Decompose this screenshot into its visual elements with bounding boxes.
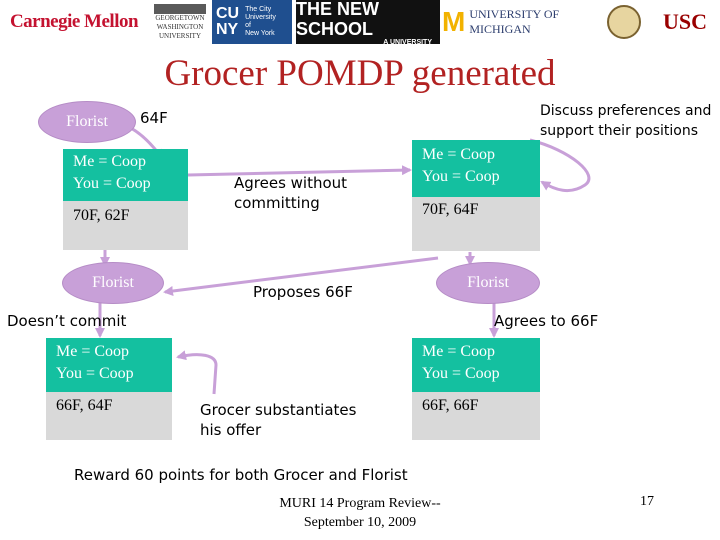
cuny-small-2: University bbox=[245, 14, 276, 21]
label-agrees-line-1: Agrees without bbox=[234, 174, 348, 192]
cmu-logo-text: Carnegie Mellon bbox=[9, 11, 139, 32]
cmu-logo: Carnegie Mellon bbox=[0, 0, 148, 44]
state-top-right-header: Me = Coop You = Coop bbox=[412, 140, 540, 197]
arrow-self-loop-top-right bbox=[529, 138, 591, 193]
label-doesnt-commit: Doesn’t commit bbox=[7, 312, 127, 330]
cuny-small-1: The City bbox=[245, 6, 272, 13]
label-substantiates-line-2: his offer bbox=[200, 421, 262, 439]
seal-icon bbox=[607, 5, 641, 39]
state-top-left-offer: 70F, 62F bbox=[63, 201, 188, 250]
state-bottom-right-offer: 66F, 66F bbox=[412, 392, 540, 440]
cuny-big-1: CU bbox=[216, 5, 240, 22]
cuny-small-3: of bbox=[245, 22, 251, 29]
slide-number: 17 bbox=[640, 494, 654, 509]
cuny-big-2: NY bbox=[216, 21, 239, 38]
arrow-substantiate-loop bbox=[176, 350, 218, 395]
georgetown-line-1: GEORGETOWN bbox=[155, 13, 205, 22]
university-seal-logo bbox=[606, 0, 642, 44]
state-me-label: Me = Coop bbox=[422, 146, 496, 163]
arrow-left-to-right-top bbox=[187, 165, 412, 177]
footer-program-review: MURI 14 Program Review-- September 10, 2… bbox=[260, 494, 460, 532]
usc-logo: USC bbox=[650, 0, 720, 44]
newschool-subtitle: A UNIVERSITY bbox=[383, 38, 432, 46]
label-agrees-line-2: committing bbox=[234, 194, 320, 212]
label-agrees-to-66f: Agrees to 66F bbox=[494, 312, 599, 330]
cuny-logo: CU NY The City University of New York bbox=[212, 0, 292, 44]
label-proposes-66f: Proposes 66F bbox=[253, 283, 353, 301]
state-me-label: Me = Coop bbox=[56, 343, 130, 360]
newschool-title: THE NEW SCHOOL bbox=[296, 0, 379, 39]
label-64f: 64F bbox=[140, 109, 168, 127]
state-you-label: You = Coop bbox=[73, 175, 151, 192]
label-discuss-preferences: Discuss preferences and support their po… bbox=[540, 101, 711, 141]
state-you-label: You = Coop bbox=[422, 365, 500, 382]
cuny-small-4: New York bbox=[245, 30, 275, 37]
georgetown-logo-bar bbox=[154, 3, 206, 14]
georgetown-logo: GEORGETOWN WASHINGTON UNIVERSITY bbox=[152, 0, 208, 44]
state-top-right-offer: 70F, 64F bbox=[412, 197, 540, 251]
footer-line-2: September 10, 2009 bbox=[303, 515, 417, 530]
florist-node-top: Florist bbox=[38, 101, 136, 143]
georgetown-line-3: UNIVERSITY bbox=[159, 31, 201, 40]
footer-line-1: MURI 14 Program Review-- bbox=[279, 496, 441, 511]
state-bottom-right-header: Me = Coop You = Coop bbox=[412, 338, 540, 392]
umich-mark: M bbox=[442, 6, 466, 37]
slide-title: Grocer POMDP generated bbox=[164, 53, 556, 94]
label-reward: Reward 60 points for both Grocer and Flo… bbox=[74, 466, 408, 484]
umich-logo: M UNIVERSITY OF MICHIGAN bbox=[442, 0, 602, 44]
florist-node-middle-left: Florist bbox=[62, 262, 164, 304]
florist-node-middle-right: Florist bbox=[436, 262, 540, 304]
newschool-logo: THE NEW SCHOOL A UNIVERSITY bbox=[296, 0, 440, 46]
state-top-left-header: Me = Coop You = Coop bbox=[63, 149, 188, 201]
label-discuss-line-2: support their positions bbox=[540, 123, 699, 139]
georgetown-line-2: WASHINGTON bbox=[156, 22, 204, 31]
label-grocer-substantiates: Grocer substantiates his offer bbox=[200, 400, 356, 440]
state-you-label: You = Coop bbox=[422, 168, 500, 185]
state-bottom-left-header: Me = Coop You = Coop bbox=[46, 338, 172, 392]
umich-text: UNIVERSITY OF MICHIGAN bbox=[469, 7, 560, 36]
arrow-florist-right-to-left bbox=[163, 256, 439, 296]
label-agrees-without-committing: Agrees without committing bbox=[234, 173, 347, 213]
state-bottom-left-offer: 66F, 64F bbox=[46, 392, 172, 440]
state-me-label: Me = Coop bbox=[73, 153, 147, 170]
usc-logo-text: USC bbox=[662, 9, 707, 34]
label-discuss-line-1: Discuss preferences and bbox=[540, 103, 712, 119]
state-you-label: You = Coop bbox=[56, 365, 134, 382]
state-me-label: Me = Coop bbox=[422, 343, 496, 360]
label-substantiates-line-1: Grocer substantiates bbox=[200, 401, 357, 419]
